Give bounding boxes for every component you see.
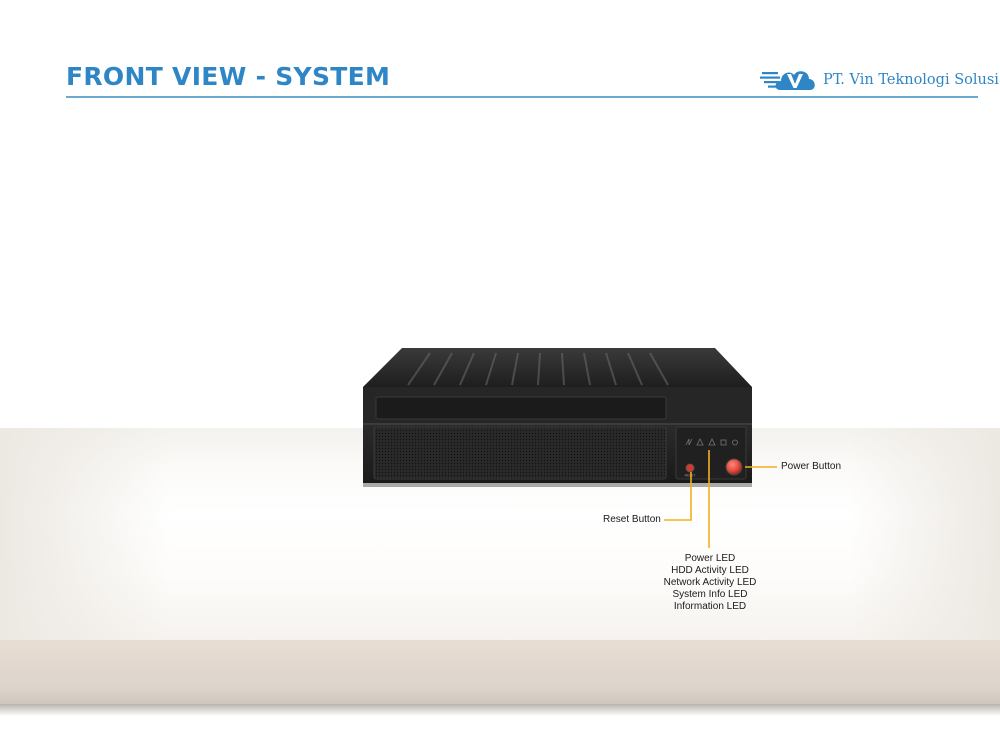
led-label-network: Network Activity LED (663, 577, 757, 588)
server-chassis-image: RESET (360, 345, 760, 490)
background-band-right-shade (850, 428, 1000, 640)
led-label-power: Power LED (684, 553, 736, 564)
background-band-left-shade (0, 428, 170, 640)
led-callout-list: Power LED HDD Activity LED Network Activ… (650, 553, 770, 613)
shelf-shadow (0, 704, 1000, 716)
led-label-hdd: HDD Activity LED (671, 565, 749, 576)
reset-panel-label: RESET (685, 474, 696, 478)
led-label-information: Information LED (673, 601, 747, 612)
power-button-label: Power Button (781, 461, 842, 472)
reset-button-label: Reset Button (603, 514, 661, 525)
cloud-v-logo-icon (760, 71, 815, 90)
page-title: FRONT VIEW - SYSTEM (66, 62, 391, 91)
shelf-edge (0, 640, 1000, 704)
led-label-system-info: System Info LED (672, 589, 748, 600)
title-underline (66, 96, 978, 98)
company-name: PT. Vin Teknologi Solusi (823, 72, 999, 88)
company-logo: PT. Vin Teknologi Solusi (760, 64, 999, 94)
